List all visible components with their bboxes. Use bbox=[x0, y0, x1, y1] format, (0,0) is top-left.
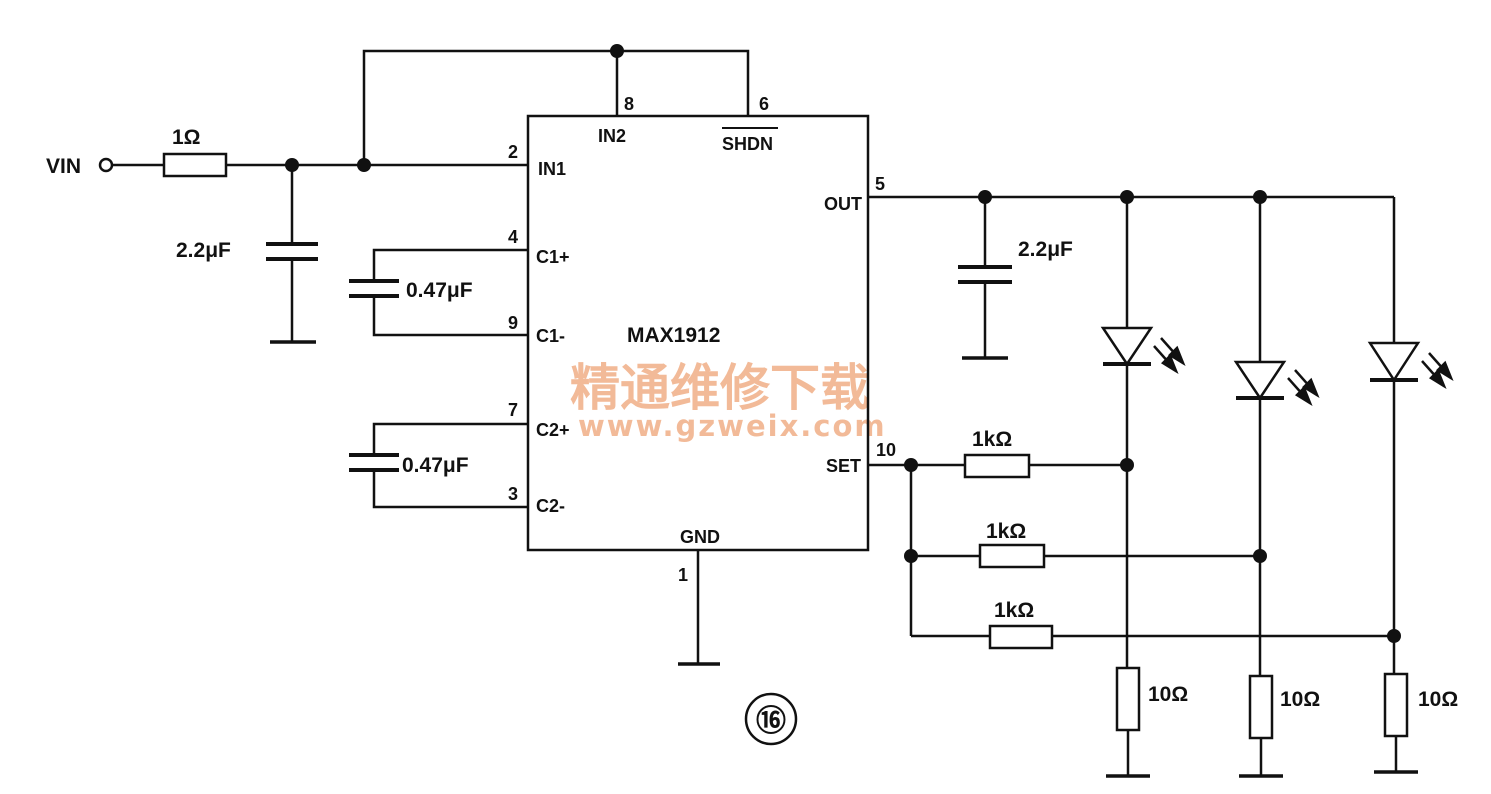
pin-number-in1: 2 bbox=[508, 142, 518, 162]
pin-number-shdn: 6 bbox=[759, 94, 769, 114]
pin-name-c2p: C2+ bbox=[536, 420, 570, 440]
pin-number-out: 5 bbox=[875, 174, 885, 194]
ballast-resistor-2-label: 10Ω bbox=[1280, 688, 1320, 711]
pin-number-in2: 8 bbox=[624, 94, 634, 114]
figure-number: ⑯ bbox=[756, 705, 786, 738]
junction-dots bbox=[285, 44, 1401, 643]
watermark-title: 精通维修下载 bbox=[570, 359, 870, 417]
set-resistor-2-label: 1kΩ bbox=[986, 520, 1026, 543]
pin-number-gnd: 1 bbox=[678, 565, 688, 585]
ballast-resistor-1-label: 10Ω bbox=[1148, 683, 1188, 706]
output-capacitor-label: 2.2μF bbox=[1018, 238, 1073, 261]
input-resistor-label: 1Ω bbox=[172, 126, 201, 149]
set-resistor-3-label: 1kΩ bbox=[994, 599, 1034, 622]
led-1 bbox=[1100, 326, 1154, 367]
pin-name-in2: IN2 bbox=[598, 126, 626, 146]
pin-name-out: OUT bbox=[824, 194, 862, 214]
flying-capacitor-1-label: 0.47μF bbox=[406, 279, 473, 302]
flying-capacitor-2-label: 0.47μF bbox=[402, 454, 469, 477]
ballast-resistor-1 bbox=[1115, 666, 1141, 732]
set-resistor-2 bbox=[978, 543, 1046, 569]
input-capacitor-label: 2.2μF bbox=[176, 239, 231, 262]
led-3 bbox=[1367, 341, 1421, 383]
pin-name-gnd: GND bbox=[680, 527, 720, 547]
led-1-light-arrows bbox=[1153, 337, 1186, 375]
led-2 bbox=[1233, 360, 1287, 401]
vin-terminal bbox=[98, 157, 114, 173]
vin-label: VIN bbox=[46, 155, 81, 178]
led-3-light-arrows bbox=[1421, 352, 1454, 390]
pin-name-in1: IN1 bbox=[538, 159, 566, 179]
pin-name-c1p: C1+ bbox=[536, 247, 570, 267]
led-2-light-arrows bbox=[1287, 369, 1320, 407]
set-resistor-3 bbox=[988, 624, 1054, 650]
ballast-resistor-3-label: 10Ω bbox=[1418, 688, 1458, 711]
ballast-resistor-3 bbox=[1383, 672, 1409, 738]
pin-number-set: 10 bbox=[876, 440, 896, 460]
pin-name-c2m: C2- bbox=[536, 496, 565, 516]
pin-name-set: SET bbox=[826, 456, 861, 476]
ic-name-label: MAX1912 bbox=[627, 324, 720, 347]
ballast-resistor-2 bbox=[1248, 674, 1274, 740]
set-resistor-1-label: 1kΩ bbox=[972, 428, 1012, 451]
figure-number-circle bbox=[744, 692, 798, 746]
pin-name-c1m: C1- bbox=[536, 326, 565, 346]
pin-number-c2p: 7 bbox=[508, 400, 518, 420]
set-resistor-1 bbox=[963, 453, 1031, 479]
input-resistor bbox=[162, 152, 228, 178]
pin-number-c2m: 3 bbox=[508, 484, 518, 504]
pin-number-c1p: 4 bbox=[508, 227, 518, 247]
pin-name-shdn: SHDN bbox=[722, 134, 773, 154]
watermark-url: www.gzweix.com bbox=[578, 409, 887, 443]
pin-number-c1m: 9 bbox=[508, 313, 518, 333]
